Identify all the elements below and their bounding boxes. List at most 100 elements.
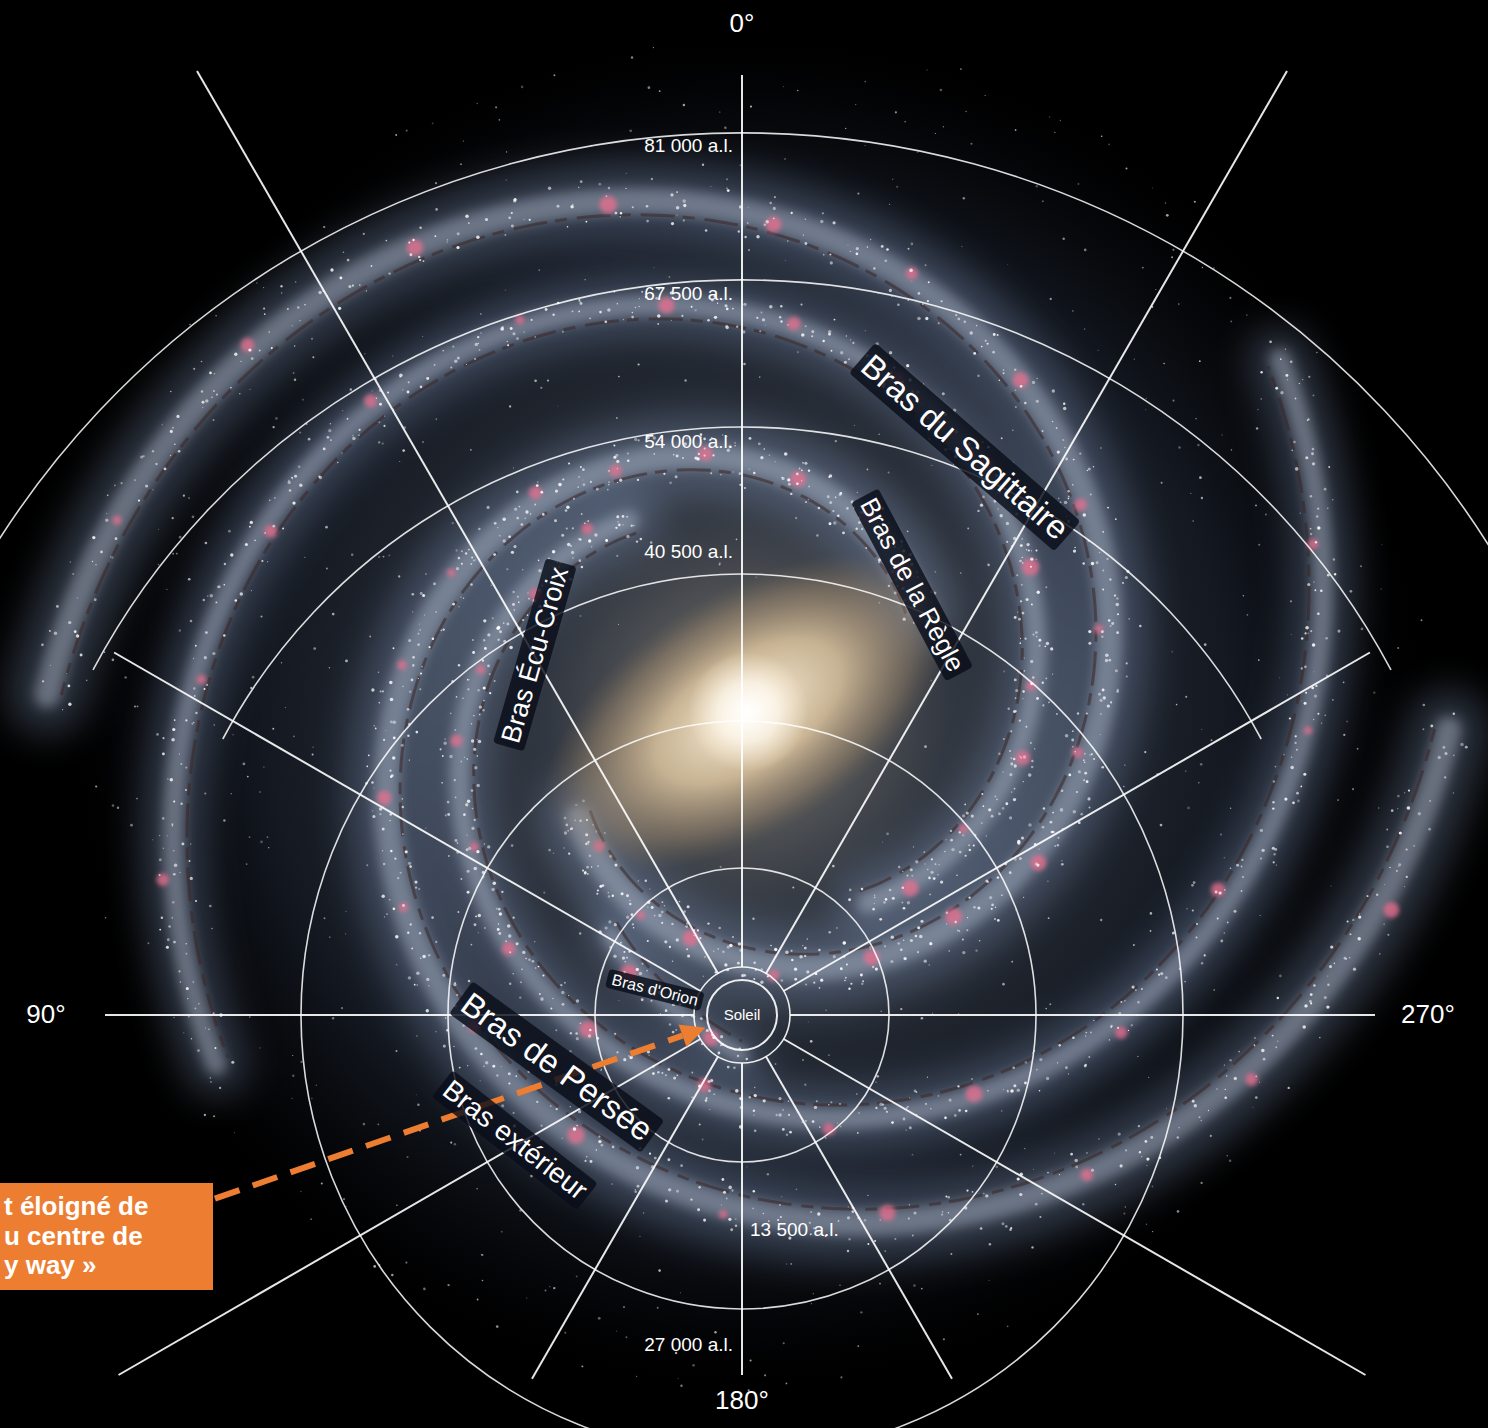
star (450, 712, 452, 714)
star (720, 474, 721, 475)
star (963, 320, 966, 323)
star (1083, 513, 1086, 516)
star (494, 680, 496, 682)
star (734, 442, 736, 444)
star (347, 259, 350, 262)
nebula (529, 486, 542, 499)
star (742, 974, 746, 978)
star (550, 1008, 552, 1010)
star (330, 439, 332, 441)
star (121, 482, 123, 484)
star (636, 1166, 640, 1170)
star (704, 956, 705, 957)
star (1357, 937, 1360, 940)
star (579, 1022, 581, 1024)
star (1407, 806, 1411, 810)
star (986, 835, 988, 837)
star (839, 1103, 841, 1105)
star (1325, 637, 1327, 639)
star (1105, 659, 1108, 662)
star (248, 348, 251, 351)
star (636, 968, 639, 971)
star (1347, 920, 1349, 922)
star (582, 483, 585, 486)
star (491, 888, 495, 892)
star (420, 672, 422, 674)
star (1020, 385, 1023, 388)
star (507, 344, 509, 346)
star (1422, 704, 1425, 707)
star (209, 372, 212, 375)
star (759, 330, 761, 332)
star (1030, 566, 1032, 568)
star (507, 924, 511, 928)
star (1109, 578, 1111, 580)
star (485, 218, 488, 221)
star (617, 521, 618, 522)
star (698, 453, 700, 455)
star (1036, 864, 1039, 867)
star (1022, 612, 1025, 615)
star (620, 942, 622, 944)
star (1118, 1132, 1121, 1135)
star (1021, 538, 1022, 539)
star (457, 357, 460, 360)
star (140, 455, 143, 458)
star (1085, 1032, 1087, 1034)
star (552, 550, 556, 554)
star (1290, 360, 1293, 363)
star (1260, 858, 1262, 860)
star (840, 1126, 841, 1127)
star (420, 592, 423, 595)
star (788, 1100, 790, 1102)
star (778, 1113, 781, 1116)
star (782, 1109, 784, 1111)
star (892, 897, 895, 900)
star (540, 491, 543, 494)
star (493, 553, 496, 556)
star (508, 1082, 510, 1084)
star (172, 917, 173, 918)
star (159, 858, 162, 861)
star (872, 966, 874, 968)
star (1310, 528, 1312, 530)
star (1114, 594, 1116, 596)
star (1019, 560, 1022, 563)
nebula (399, 903, 408, 912)
star (663, 473, 665, 475)
star (471, 739, 474, 742)
star (1430, 725, 1433, 728)
star (1036, 697, 1039, 700)
star (1091, 1169, 1094, 1172)
star (875, 1107, 877, 1109)
star (799, 468, 801, 470)
star (1039, 1058, 1042, 1061)
star (500, 327, 504, 331)
star (484, 647, 487, 650)
star (181, 842, 184, 845)
star (1398, 863, 1401, 866)
star (661, 922, 663, 924)
star (393, 647, 395, 649)
star (586, 866, 589, 869)
star (1289, 717, 1291, 719)
star (962, 951, 965, 954)
nebula (906, 267, 918, 279)
star (867, 246, 868, 247)
star (195, 1008, 197, 1010)
star (1100, 713, 1101, 714)
star (626, 516, 628, 518)
star (465, 803, 468, 806)
star (473, 560, 475, 562)
star (452, 522, 454, 524)
star (1376, 893, 1378, 895)
star (168, 925, 171, 928)
star (959, 831, 961, 833)
star (1019, 756, 1020, 757)
star (812, 1120, 815, 1123)
star (942, 392, 945, 395)
star (1082, 1203, 1084, 1205)
star (980, 504, 983, 507)
star (201, 361, 203, 363)
star (693, 935, 694, 936)
